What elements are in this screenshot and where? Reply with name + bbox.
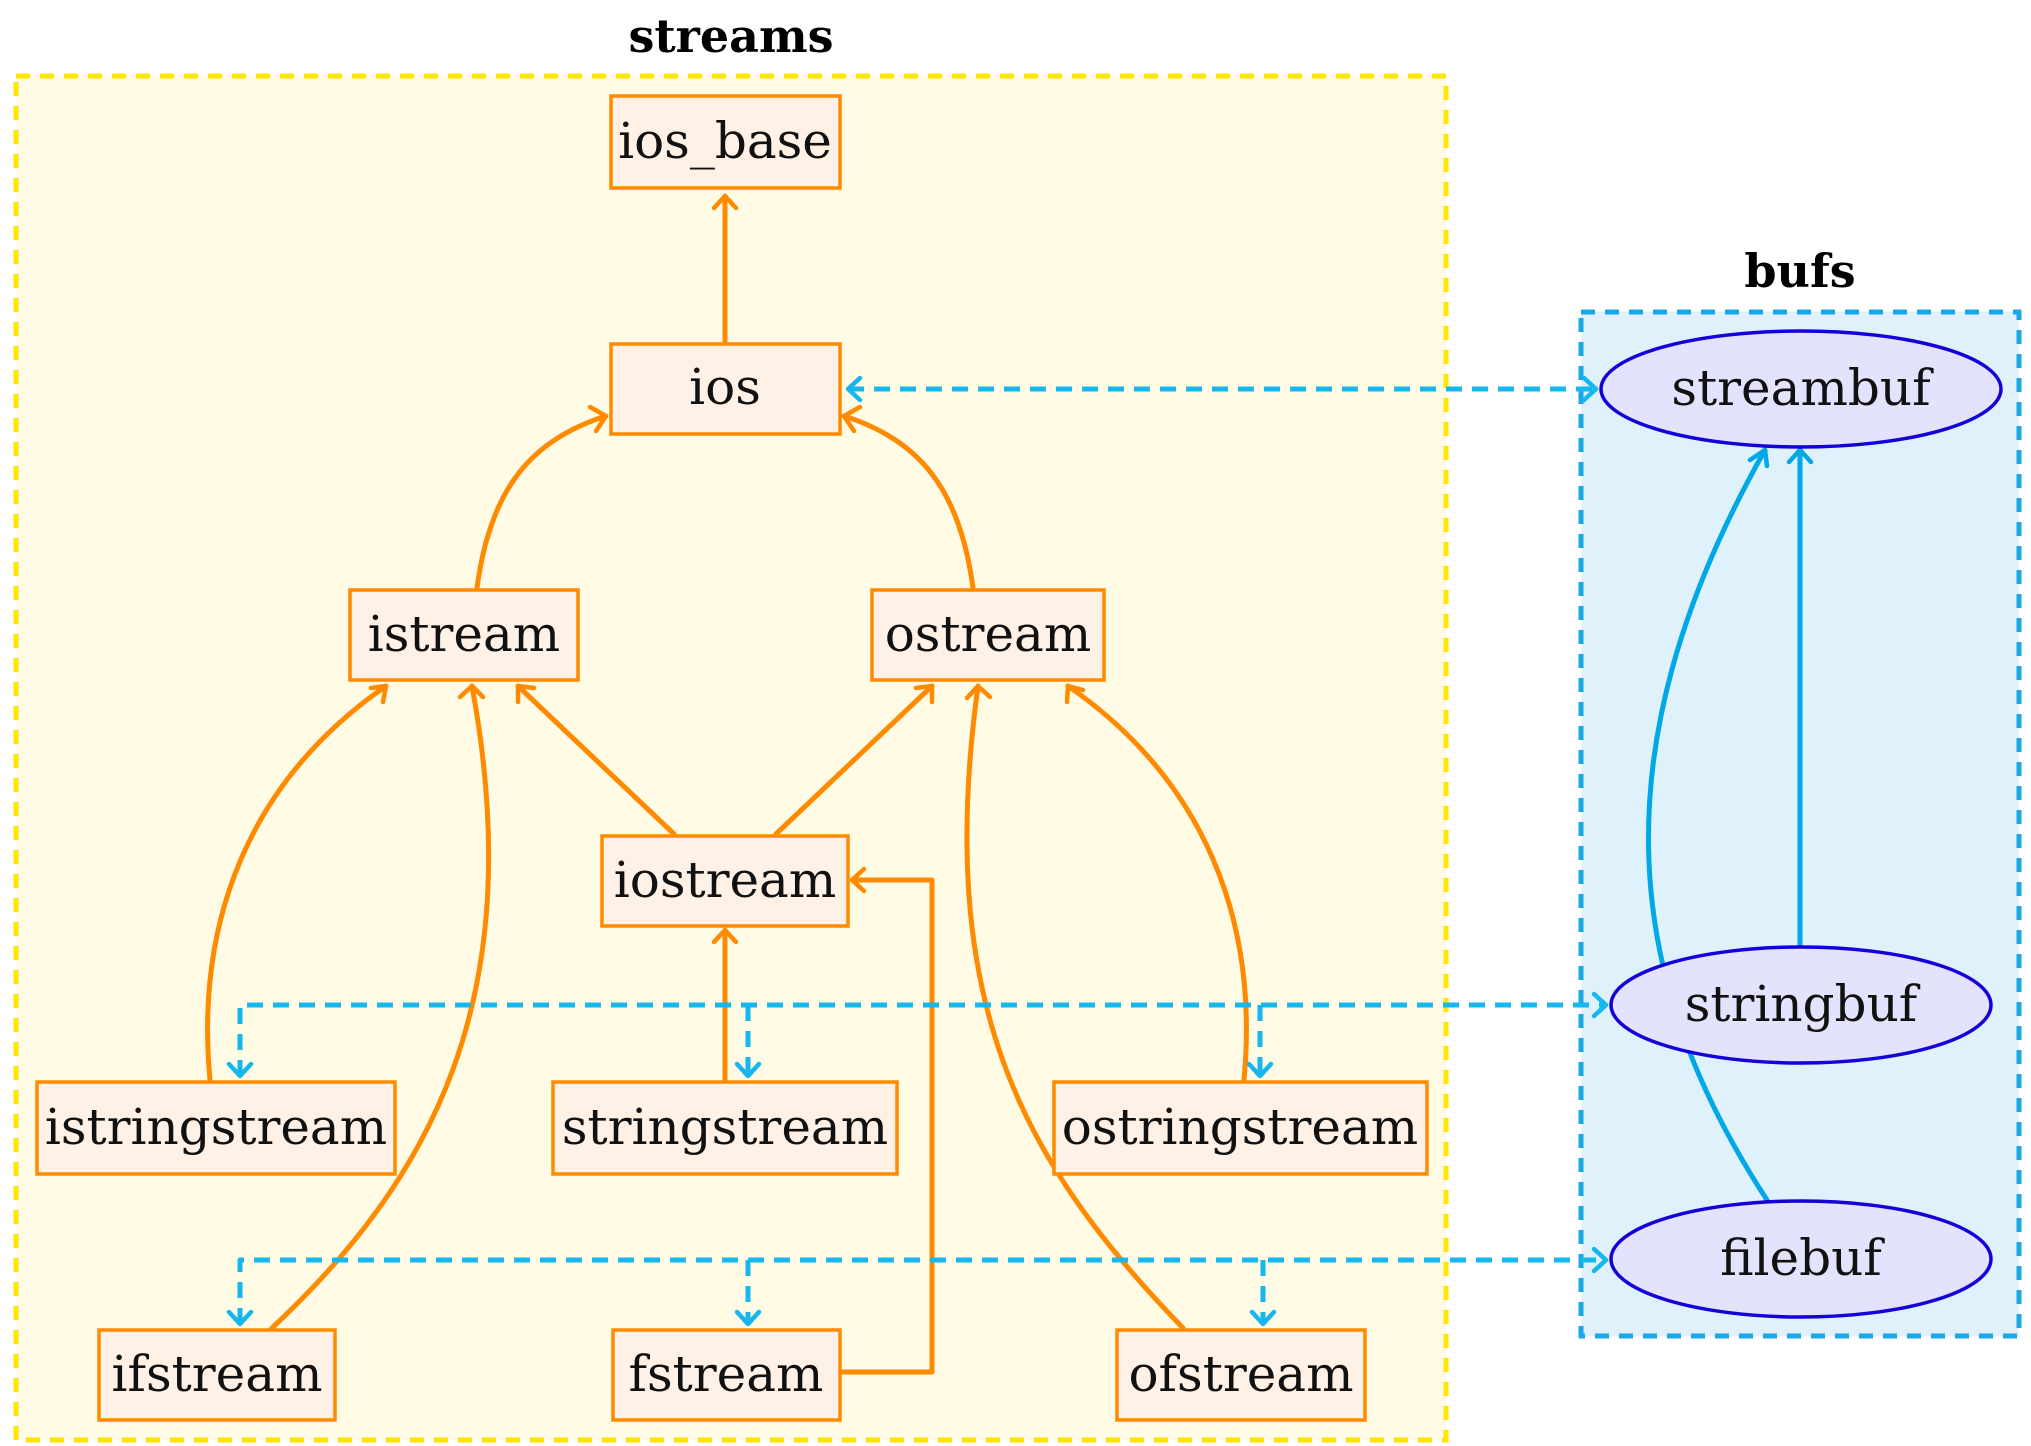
- edge-istringstream-to-istream: [205, 683, 389, 1083]
- node-streambuf[interactable]: streambuf: [1599, 329, 2003, 449]
- node-fstream[interactable]: fstream: [611, 1328, 842, 1422]
- node-filebuf-label: filebuf: [1720, 1229, 1885, 1287]
- edge-ostringstream-to-ostream: [1065, 683, 1249, 1083]
- node-fstream-label: fstream: [629, 1345, 824, 1403]
- node-ostringstream[interactable]: ostringstream: [1052, 1080, 1429, 1176]
- node-ofstream-label: ofstream: [1128, 1345, 1353, 1403]
- node-ios[interactable]: ios: [609, 342, 842, 436]
- edge-iostream-to-ostream: [773, 683, 935, 837]
- node-istream-label: istream: [368, 605, 560, 663]
- node-ostream[interactable]: ostream: [870, 588, 1106, 682]
- edge-ofstream-to-ostream: [964, 683, 1186, 1331]
- edge-istream-to-ios: [474, 413, 609, 591]
- node-stringbuf-label: stringbuf: [1685, 975, 1921, 1033]
- buffer-inheritance-edges: [1646, 447, 1814, 1203]
- node-stringbuf[interactable]: stringbuf: [1609, 945, 1993, 1065]
- streams-group-frame: [13, 73, 1449, 1443]
- node-ifstream-label: ifstream: [112, 1345, 323, 1403]
- node-streambuf-label: streambuf: [1671, 359, 1934, 417]
- node-filebuf[interactable]: filebuf: [1609, 1199, 1993, 1319]
- node-ios-label: ios: [689, 358, 761, 416]
- bufs-group-title: bufs: [1744, 244, 1855, 298]
- node-istream[interactable]: istream: [348, 588, 580, 682]
- edge-file-streams-filebuf: [237, 1257, 1606, 1324]
- edge-fstream-to-iostream: [837, 877, 935, 1375]
- edge-ostream-to-ios: [841, 413, 976, 591]
- inheritance-edges: [205, 193, 1249, 1375]
- node-ofstream[interactable]: ofstream: [1115, 1328, 1367, 1422]
- node-ifstream[interactable]: ifstream: [97, 1328, 337, 1422]
- node-ios_base-label: ios_base: [618, 112, 832, 170]
- node-istringstream[interactable]: istringstream: [35, 1080, 397, 1176]
- node-iostream-label: iostream: [614, 851, 837, 909]
- node-ios_base[interactable]: ios_base: [609, 94, 842, 190]
- node-ostringstream-label: ostringstream: [1062, 1098, 1418, 1156]
- association-edges: [226, 375, 1609, 1327]
- edge-iostream-to-istream: [515, 683, 677, 837]
- inheritance-arrowheads: [368, 193, 1086, 945]
- node-stringstream-label: stringstream: [562, 1098, 888, 1156]
- edge-filebuf-to-streambuf: [1646, 447, 1770, 1203]
- streams-group-title: streams: [628, 9, 833, 63]
- node-ostream-label: ostream: [885, 605, 1092, 663]
- node-stringstream[interactable]: stringstream: [551, 1080, 899, 1176]
- edge-string-streams-stringbuf: [237, 1002, 1606, 1076]
- node-istringstream-label: istringstream: [45, 1098, 387, 1156]
- node-iostream[interactable]: iostream: [600, 834, 850, 928]
